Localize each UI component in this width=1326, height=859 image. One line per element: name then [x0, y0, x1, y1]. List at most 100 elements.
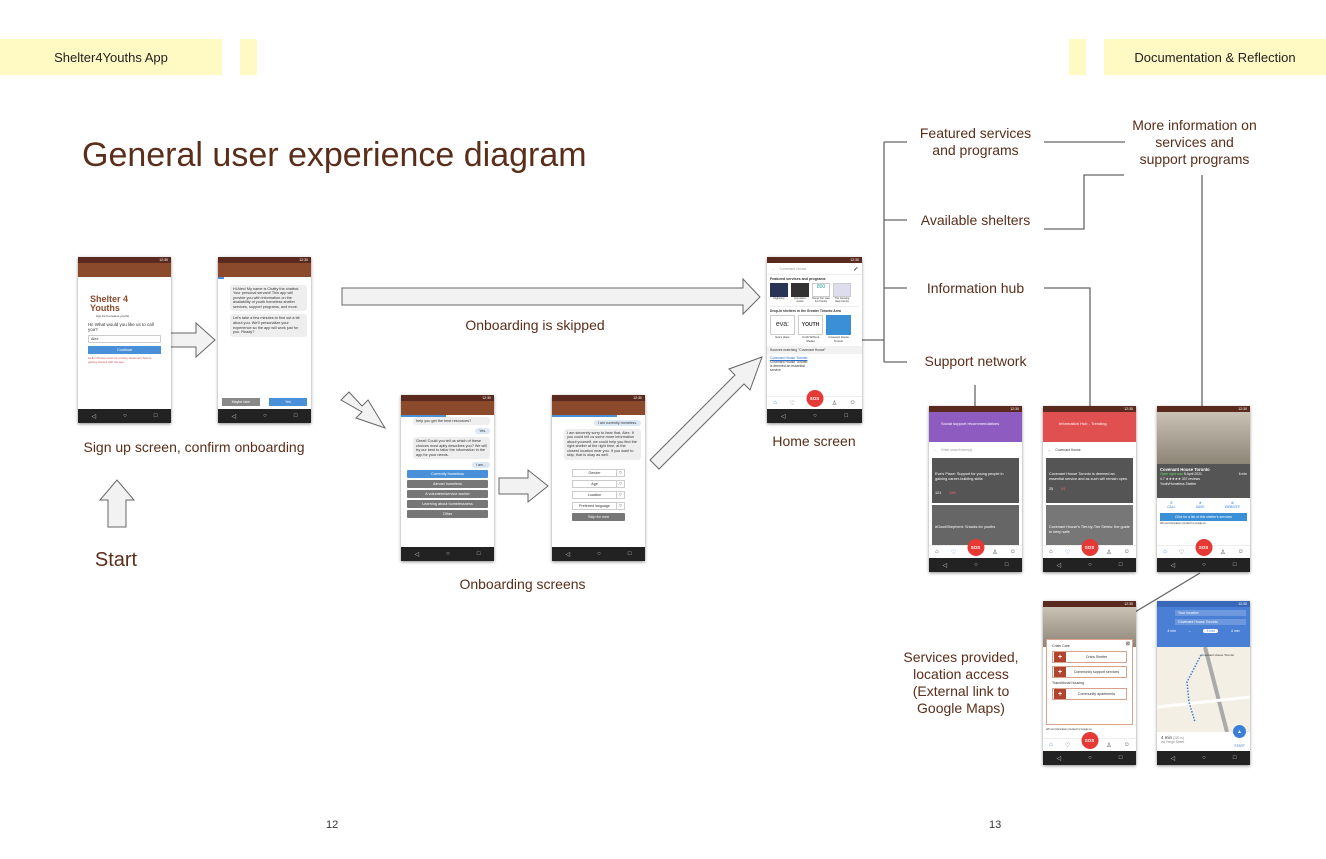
service-community-apartments[interactable]: +Community apartments — [1052, 688, 1127, 700]
chatbot-icon[interactable]: ☺ — [1123, 742, 1130, 748]
recents-icon[interactable]: □ — [1004, 562, 1009, 568]
option-volunteer[interactable]: A volunteer/service worker — [407, 490, 488, 499]
chatbot-icon[interactable]: ☺ — [1123, 549, 1130, 555]
back-icon[interactable]: ◁ — [780, 413, 786, 420]
name-input[interactable]: Alex — [88, 335, 161, 343]
news-card[interactable]: Covenant House Toronto is deemed an esse… — [1046, 458, 1133, 503]
sos-button[interactable]: SOS — [1195, 539, 1212, 556]
recents-icon[interactable]: □ — [153, 413, 158, 419]
home-circle-icon[interactable]: ○ — [974, 562, 978, 568]
option-learning[interactable]: Learning about homelessness — [407, 500, 488, 509]
mode-drive[interactable]: 4 min — [1167, 629, 1177, 633]
home-icon[interactable]: ⌂ — [1163, 549, 1167, 555]
language-select[interactable]: Preferred language▽ — [572, 502, 625, 511]
person-icon[interactable]: ♙ — [831, 400, 838, 407]
home-circle-icon[interactable]: ○ — [597, 551, 601, 557]
back-icon[interactable]: ◁ — [1170, 755, 1176, 762]
home-icon[interactable]: ⌂ — [1049, 742, 1053, 748]
recents-icon[interactable]: □ — [844, 413, 849, 419]
location-select[interactable]: Location▽ — [572, 491, 625, 500]
option-currently-homeless[interactable]: Currently homeless — [407, 470, 488, 479]
map-view[interactable]: Covenant House Toronto ▲ — [1157, 646, 1250, 738]
chatbot-icon[interactable]: ☺ — [1009, 549, 1016, 555]
mode-bike[interactable]: 4 min — [1230, 629, 1240, 633]
home-icon[interactable]: ⌂ — [1049, 549, 1053, 555]
chatbot-icon[interactable]: ☺ — [1237, 549, 1244, 555]
service-community-support[interactable]: +Community support services — [1052, 666, 1127, 678]
sos-button[interactable]: SOS — [1081, 539, 1098, 556]
back-arrow-icon[interactable]: ← — [934, 448, 938, 452]
recents-icon[interactable]: □ — [1232, 562, 1237, 568]
heart-icon[interactable]: ♡ — [950, 549, 957, 556]
destination-field[interactable]: Covenant House Toronto — [1175, 619, 1246, 625]
heart-icon[interactable]: ♡ — [789, 400, 795, 407]
person-icon[interactable]: ♙ — [1106, 549, 1112, 556]
home-circle-icon[interactable]: ○ — [1088, 755, 1092, 761]
option-almost-homeless[interactable]: Almost homeless — [407, 480, 488, 489]
navigate-button[interactable]: ▲ — [1233, 725, 1246, 738]
person-icon[interactable]: ♙ — [1106, 742, 1112, 749]
back-icon[interactable]: ◁ — [1056, 562, 1062, 569]
recents-icon[interactable]: □ — [1118, 755, 1123, 761]
mic-icon[interactable]: 🎤 — [853, 266, 858, 271]
recents-icon[interactable]: □ — [627, 551, 632, 557]
shelter-item[interactable]: eva:Eva's place — [770, 315, 795, 343]
option-other[interactable]: Other — [407, 510, 488, 519]
gender-select[interactable]: Gender▽ — [572, 469, 625, 478]
back-arrow-icon[interactable]: ← — [1048, 448, 1052, 452]
person-icon[interactable]: ♙ — [1220, 549, 1226, 556]
heart-icon[interactable]: ♡ — [1064, 742, 1071, 749]
save-button[interactable]: ★SAVE — [1195, 501, 1205, 509]
services-list-button[interactable]: Click for a list of this shelter's servi… — [1160, 513, 1247, 521]
back-icon[interactable]: ◁ — [565, 551, 571, 558]
home-circle-icon[interactable]: ○ — [263, 413, 267, 419]
continue-button[interactable]: Continue — [88, 346, 161, 354]
sos-button[interactable]: SOS — [806, 390, 823, 407]
home-circle-icon[interactable]: ○ — [813, 413, 817, 419]
home-circle-icon[interactable]: ○ — [1202, 562, 1206, 568]
search-bar[interactable]: ←Covenant House — [1048, 448, 1081, 452]
privacy-notice[interactable]: Hello! Please read our privacy statement… — [88, 356, 152, 364]
recents-icon[interactable]: □ — [293, 413, 298, 419]
shelter-item[interactable]: Covenant House Toronto — [826, 315, 851, 343]
search-bar[interactable]: ←Covenant House🎤 — [767, 263, 862, 275]
back-icon[interactable]: ◁ — [414, 551, 420, 558]
sos-button[interactable]: SOS — [1081, 732, 1098, 749]
featured-item[interactable]: The Housing Help Centre — [833, 283, 851, 303]
back-icon[interactable]: ◁ — [231, 413, 237, 420]
service-crisis-shelter[interactable]: +Crisis Shelter — [1052, 651, 1127, 663]
like-count[interactable]: 91 — [1061, 487, 1066, 492]
back-arrow-icon[interactable]: ← — [771, 266, 775, 271]
mode-walk[interactable]: 3 min — [1203, 629, 1219, 633]
home-circle-icon[interactable]: ○ — [1088, 562, 1092, 568]
like-count[interactable]: 340 — [949, 491, 956, 496]
age-select[interactable]: Age▽ — [572, 480, 625, 489]
home-circle-icon[interactable]: ○ — [123, 413, 127, 419]
skip-button[interactable]: Skip for now — [572, 513, 625, 522]
mode-transit[interactable]: – — [1188, 629, 1191, 633]
home-icon[interactable]: ⌂ — [935, 549, 939, 555]
back-icon[interactable]: ◁ — [1056, 755, 1062, 762]
website-button[interactable]: ⊕WEBSITE — [1224, 501, 1240, 509]
featured-item[interactable]: Homeless Artists — [791, 283, 809, 303]
yes-button[interactable]: Yes — [269, 398, 307, 406]
featured-item[interactable]: Nightstop — [770, 283, 788, 303]
news-card[interactable]: Eva's Place: Support for young people in… — [932, 458, 1019, 503]
person-icon[interactable]: ♙ — [992, 549, 998, 556]
maybe-later-button[interactable]: Maybe later — [222, 398, 260, 406]
heart-icon[interactable]: ♡ — [1178, 549, 1185, 556]
home-icon[interactable]: ⌂ — [773, 400, 777, 406]
search-bar[interactable]: ←Enter search term(s) — [934, 448, 973, 452]
start-button[interactable]: START — [1234, 744, 1245, 748]
home-circle-icon[interactable]: ○ — [1202, 755, 1206, 761]
origin-field[interactable]: Your location — [1175, 610, 1246, 616]
call-button[interactable]: ✆CALL — [1167, 501, 1176, 509]
sos-button[interactable]: SOS — [967, 539, 984, 556]
back-icon[interactable]: ◁ — [1170, 562, 1176, 569]
recents-icon[interactable]: □ — [1232, 755, 1237, 761]
heart-icon[interactable]: ♡ — [1064, 549, 1071, 556]
result-title[interactable]: Covenant House Toronto — [770, 356, 808, 360]
chatbot-icon[interactable]: ☺ — [849, 400, 856, 406]
